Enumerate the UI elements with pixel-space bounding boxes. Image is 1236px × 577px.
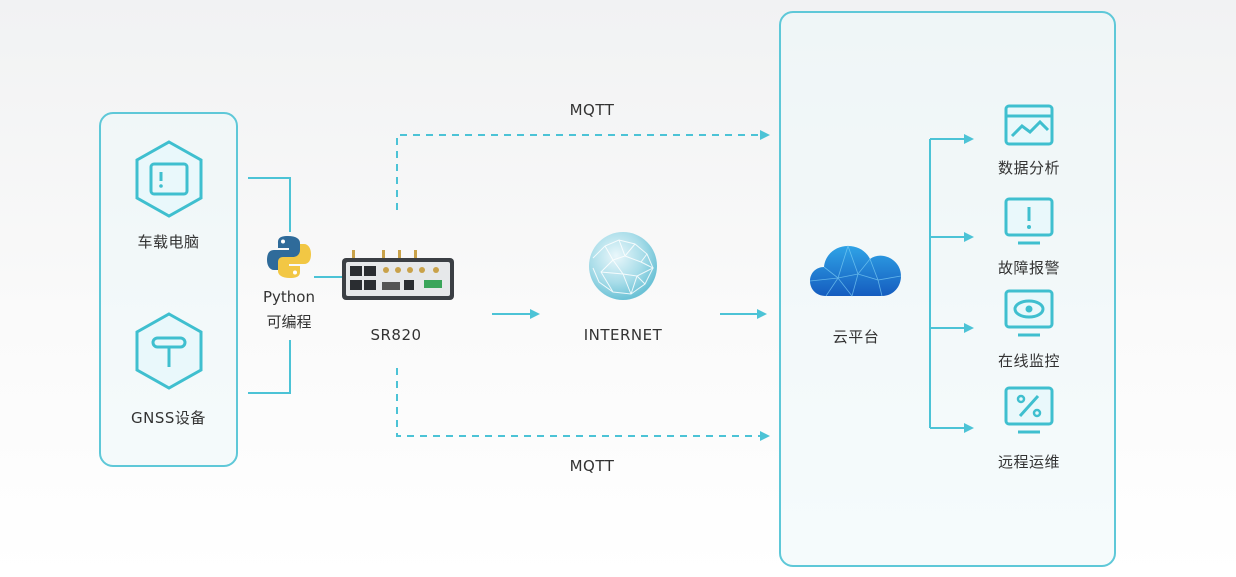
monitor-hexagon-icon <box>133 139 205 219</box>
chart-screen-icon <box>1004 104 1054 150</box>
router-image <box>342 250 454 302</box>
cloud-platform-label: 云平台 <box>832 328 880 346</box>
python-logo-icon <box>265 233 313 281</box>
python-subtitle: 可编程 <box>266 313 312 331</box>
t-hexagon-icon <box>133 311 205 391</box>
percent-screen-icon <box>1004 386 1054 436</box>
alert-screen-icon <box>1004 197 1054 247</box>
mqtt-bottom-path <box>396 368 770 441</box>
service-label-fault-alarm: 故障报警 <box>997 259 1060 277</box>
service-label-remote-maintenance: 远程运维 <box>997 453 1060 471</box>
eye-screen-icon <box>1004 289 1054 339</box>
router-label: SR820 <box>370 326 422 344</box>
service-label-data-analysis: 数据分析 <box>997 159 1060 177</box>
gnss-label: GNSS设备 <box>131 409 206 427</box>
python-name: Python <box>263 288 315 306</box>
globe-icon <box>585 228 661 304</box>
mqtt-top-label: MQTT <box>569 101 615 119</box>
device-bracket-bottom <box>248 340 291 394</box>
mqtt-bottom-label: MQTT <box>569 457 615 475</box>
device-bracket-top <box>248 177 291 232</box>
vehicle-computer-label: 车载电脑 <box>137 233 200 251</box>
service-label-online-monitoring: 在线监控 <box>997 352 1060 370</box>
internet-label: INTERNET <box>583 326 663 344</box>
cloud-icon <box>808 238 904 300</box>
